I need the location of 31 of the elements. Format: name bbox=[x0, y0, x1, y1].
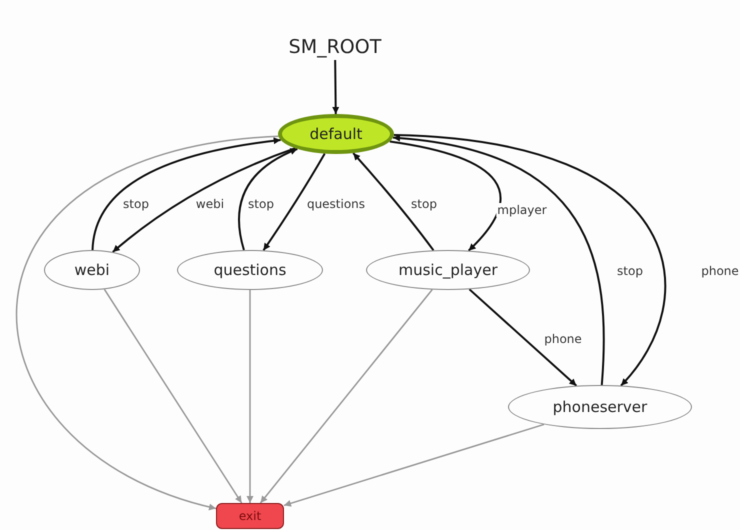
edge-label: stop bbox=[122, 197, 150, 211]
arrow bbox=[352, 152, 434, 251]
edge-label: webi bbox=[194, 197, 226, 211]
arrow bbox=[468, 288, 578, 386]
arrow bbox=[112, 147, 296, 253]
edge-label: stop bbox=[616, 264, 644, 278]
arrow bbox=[262, 153, 326, 251]
arrow bbox=[392, 134, 605, 386]
edge-label: mplayer bbox=[496, 203, 548, 217]
arrow bbox=[104, 288, 242, 504]
state-label: SM_ROOT bbox=[287, 34, 383, 60]
arrow bbox=[332, 60, 340, 114]
initial-state-ellipse: default bbox=[278, 114, 394, 154]
state-ellipse: questions bbox=[177, 250, 323, 290]
arrow bbox=[16, 136, 278, 510]
exit-state-box: exit bbox=[216, 503, 284, 529]
edge-label: stop bbox=[247, 197, 275, 211]
arrow bbox=[92, 137, 281, 250]
edge-label: phone bbox=[700, 264, 740, 278]
arrow bbox=[238, 148, 298, 250]
edge-label: stop bbox=[410, 197, 438, 211]
state-ellipse: webi bbox=[44, 250, 140, 290]
arrow bbox=[394, 134, 666, 386]
arrow bbox=[284, 424, 544, 507]
edge-label: phone bbox=[543, 332, 583, 346]
arrow bbox=[390, 140, 502, 252]
arrow bbox=[260, 289, 433, 504]
state-ellipse: phoneserver bbox=[508, 385, 692, 429]
state-ellipse: music_player bbox=[366, 250, 530, 290]
edge-label: questions bbox=[306, 197, 366, 211]
arrow bbox=[246, 290, 254, 503]
